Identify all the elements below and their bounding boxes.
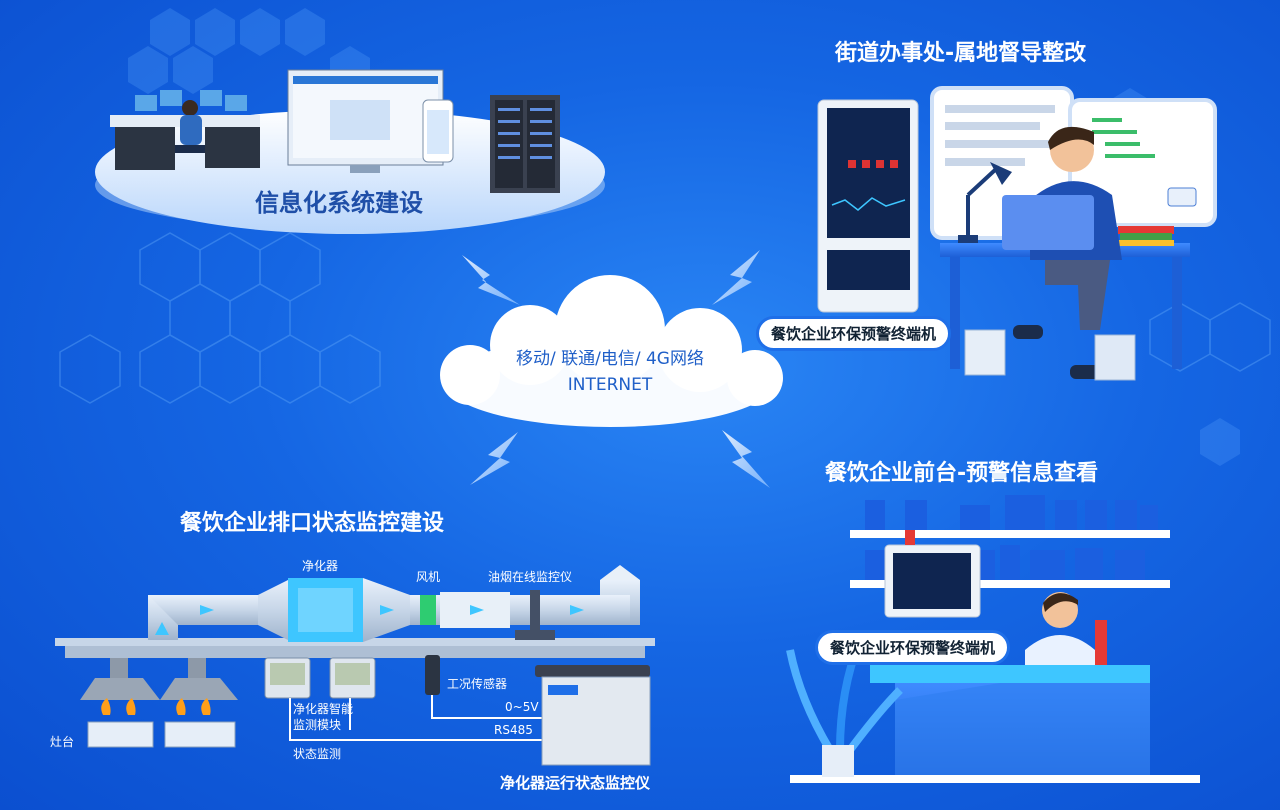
info-system-label: 信息化系统建设 <box>255 189 423 217</box>
purifier-module-line1: 净化器智能 <box>293 702 354 716</box>
fan-label: 风机 <box>416 570 441 584</box>
signal-0-5v-label: 0~5V <box>505 700 539 714</box>
purifier-label: 净化器 <box>302 559 339 573</box>
signal-rs485-label: RS485 <box>494 723 533 737</box>
device-label: 净化器运行状态监控仪 <box>500 774 651 792</box>
front-desk-title: 餐饮企业前台-预警信息查看 <box>825 461 1099 486</box>
control-room-illustration <box>110 69 560 193</box>
stove-label: 灶台 <box>50 735 75 749</box>
condition-sensor-label: 工况传感器 <box>447 677 508 691</box>
network-cloud: 移动/ 联通/电信/ 4G网络 INTERNET <box>480 344 740 395</box>
network-carriers: 移动/ 联通/电信/ 4G网络 <box>516 349 704 369</box>
exhaust-system-illustration <box>55 565 655 766</box>
exhaust-title: 餐饮企业排口状态监控建设 <box>180 511 445 536</box>
status-monitor-label: 状态监测 <box>293 747 342 761</box>
purifier-module-line2: 监测模块 <box>293 718 342 732</box>
lightning-icons <box>462 250 770 488</box>
network-internet: INTERNET <box>567 375 653 395</box>
street-terminal-label: 餐饮企业环保预警终端机 <box>756 316 952 351</box>
street-office-illustration <box>817 86 1217 381</box>
oil-smoke-monitor-label: 油烟在线监控仪 <box>488 570 573 584</box>
front-terminal-label: 餐饮企业环保预警终端机 <box>815 630 1011 665</box>
cloud-shape <box>440 275 783 427</box>
street-office-title: 街道办事处-属地督导整改 <box>835 41 1087 66</box>
